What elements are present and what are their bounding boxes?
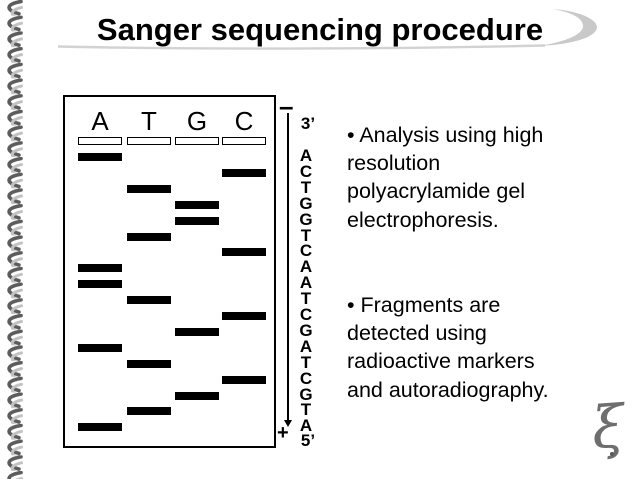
ladder-letter: C	[299, 241, 313, 261]
ladder-letter: T	[300, 400, 312, 420]
bullet-line: resolution	[347, 151, 441, 176]
bullet-fragments: • Fragments are detected using radioacti…	[347, 291, 597, 404]
migration-arrowhead-icon	[284, 420, 292, 427]
gel-well-G	[175, 137, 219, 145]
gel-band	[175, 327, 219, 336]
lane-label-C: C	[234, 106, 254, 136]
gel-band	[78, 423, 122, 432]
three-prime-label: 3’	[300, 114, 316, 133]
ladder-letter: C	[299, 368, 313, 388]
gel-band	[175, 391, 219, 400]
gel-band	[222, 375, 266, 384]
migration-direction-line	[287, 113, 289, 420]
bullet-line: • Fragments are	[347, 293, 501, 317]
ladder-letter: C	[299, 161, 313, 181]
gel-band	[175, 216, 219, 225]
ladder-letter: T	[300, 177, 312, 197]
gel-band	[78, 264, 122, 273]
ladder-letter: A	[299, 273, 313, 293]
gel-band	[222, 248, 266, 257]
gel-band	[78, 153, 122, 161]
gel-band	[78, 280, 122, 289]
ladder-letter: G	[299, 209, 313, 229]
ladder-letter: G	[299, 384, 313, 404]
gel-band	[127, 359, 171, 368]
bullet-line: electrophoresis.	[347, 207, 499, 232]
gel-band	[127, 184, 171, 193]
slide-title: Sanger sequencing procedure	[96, 12, 544, 47]
gel-band	[127, 296, 171, 305]
bullet-line: radioactive markers	[347, 349, 535, 374]
gel-well-T	[127, 137, 171, 145]
bullet-analysis: • Analysis using high resolution polyacr…	[347, 121, 597, 234]
bullet-line: • Analysis using high	[347, 123, 544, 147]
lane-label-A: A	[91, 106, 109, 136]
corner-ornament-icon: ξ	[589, 391, 627, 463]
gel-band	[222, 168, 266, 177]
gel-band	[127, 232, 171, 241]
spiral-binding-icon	[0, 0, 26, 479]
gel-band	[175, 200, 219, 209]
lane-label-T: T	[141, 106, 157, 136]
ladder-letter: A	[299, 416, 313, 436]
positive-electrode-symbol: +	[277, 422, 289, 444]
ladder-letter: T	[300, 225, 312, 245]
gel-well-A	[78, 137, 122, 145]
ladder-letter: G	[299, 320, 313, 340]
ladder-letter: T	[300, 289, 312, 309]
five-prime-label: 5’	[300, 431, 316, 450]
corner-ornament-dot	[610, 452, 614, 456]
bullet-line: detected using	[347, 321, 487, 346]
bullet-line: and autoradiography.	[347, 377, 549, 402]
ladder-letter: G	[299, 193, 313, 213]
ladder-letter: T	[300, 352, 312, 372]
gel-band	[127, 407, 171, 416]
gel-band	[222, 312, 266, 320]
negative-electrode-symbol: –	[279, 91, 294, 121]
ladder-letter: C	[299, 305, 313, 324]
bullet-line: polyacrylamide gel	[347, 179, 526, 204]
gel-well-C	[222, 137, 266, 145]
lane-label-G: G	[186, 106, 208, 136]
gel-band	[78, 343, 122, 352]
ladder-letter: A	[299, 146, 313, 165]
ladder-letter: A	[299, 336, 313, 356]
ladder-letter: A	[299, 257, 313, 277]
